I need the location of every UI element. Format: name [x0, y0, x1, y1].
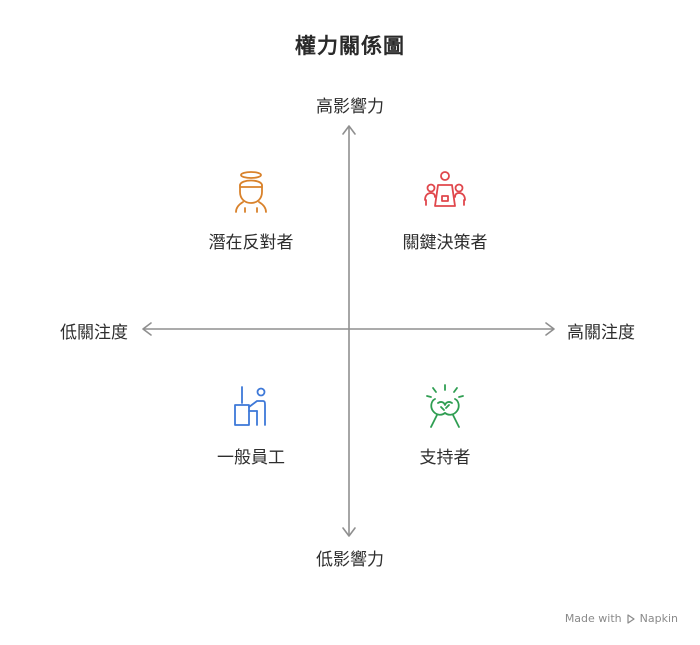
quadrant-potential-opponents: 潛在反對者	[151, 168, 351, 253]
quadrant-label: 關鍵決策者	[402, 233, 488, 253]
axis-label-high-influence: 高影響力	[316, 97, 384, 117]
person-with-halo-icon	[235, 171, 267, 213]
quadrant-label: 一般員工	[217, 448, 285, 468]
meeting-table-icon	[424, 171, 466, 207]
arrow-up-icon	[342, 125, 356, 135]
napkin-watermark: Made with Napkin	[565, 612, 678, 625]
quadrant-supporters: 支持者	[345, 383, 545, 468]
quadrant-general-employees: 一般員工	[151, 383, 351, 468]
arrow-right-icon	[545, 322, 555, 336]
watermark-brand: Napkin	[639, 612, 678, 625]
arrow-left-icon	[142, 322, 152, 336]
watermark-made-with: Made with	[564, 612, 622, 625]
page-title: 權力關係圖	[295, 34, 405, 58]
worker-at-desk-icon	[234, 386, 266, 426]
quadrant-key-decision-makers: 關鍵決策者	[345, 168, 545, 253]
arrow-down-icon	[342, 527, 356, 537]
handshake-celebration-icon	[426, 384, 464, 428]
axis-label-low-influence: 低影響力	[316, 550, 384, 570]
napkin-logo-icon	[627, 613, 635, 624]
quadrant-label: 支持者	[419, 448, 471, 468]
axis-label-low-attention: 低關注度	[60, 323, 128, 343]
axis-label-high-attention: 高關注度	[567, 323, 635, 343]
quadrant-label: 潛在反對者	[208, 233, 294, 253]
